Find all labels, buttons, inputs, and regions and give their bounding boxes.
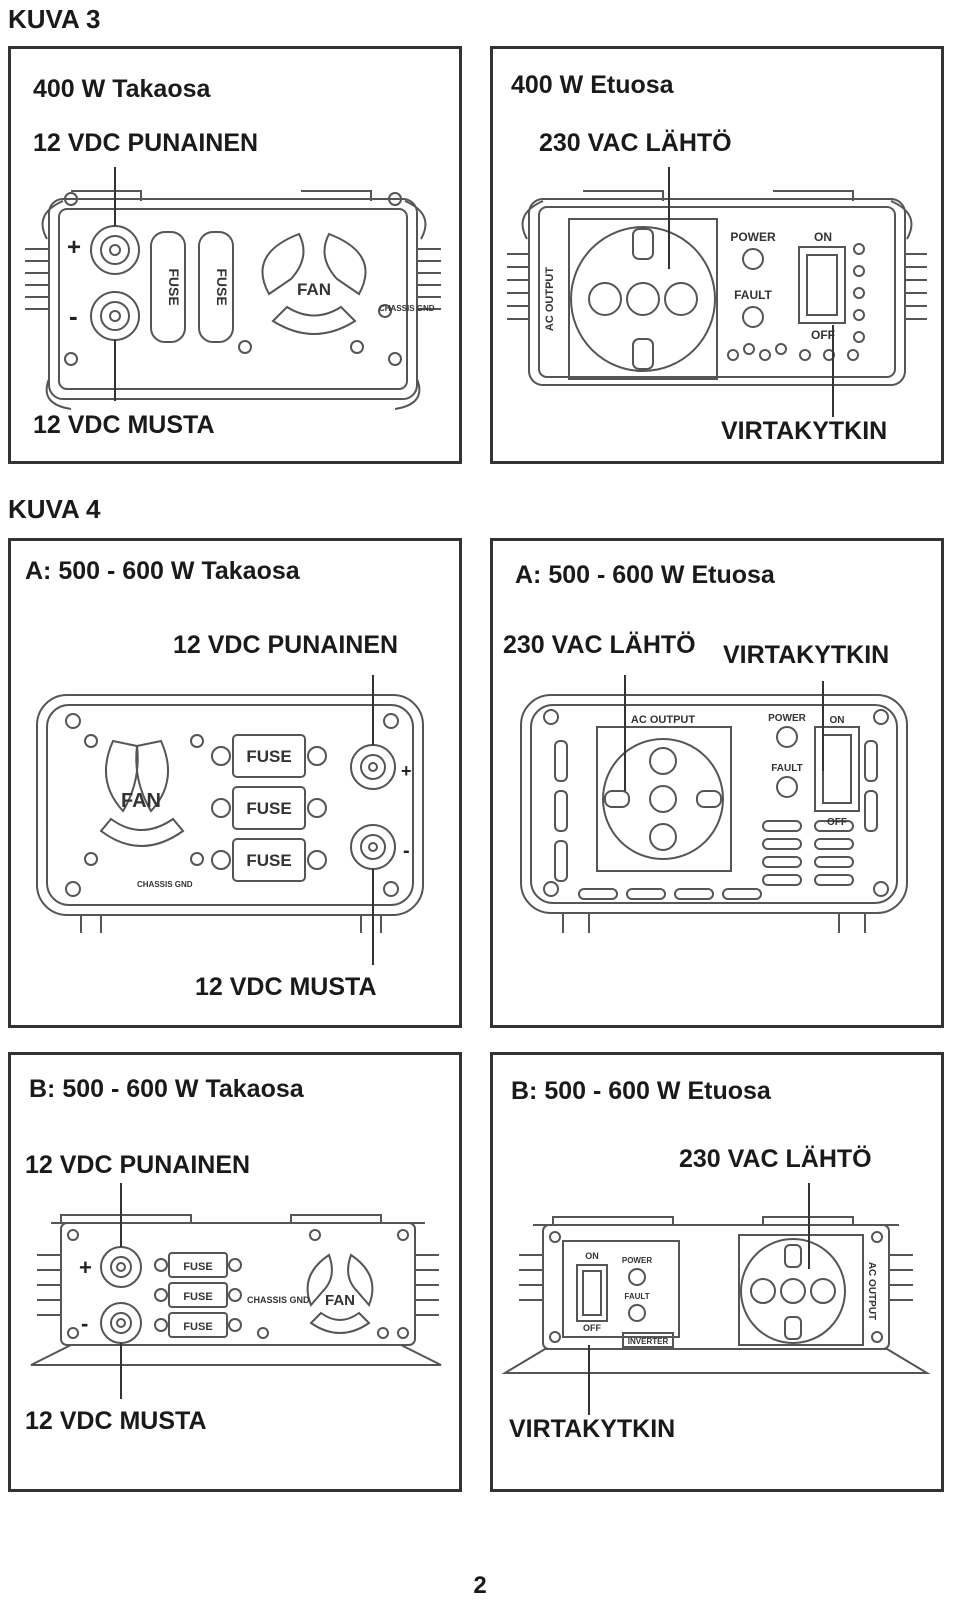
fuse-label: FUSE: [183, 1261, 212, 1273]
fault-led: [776, 776, 798, 798]
inverter-front-diagram: AC OUTPUT POWER FAULT ON OFF: [507, 167, 927, 417]
panel-a-front: A: 500 - 600 W Etuosa 230 VAC LÄHTÖ VIRT…: [490, 538, 944, 1028]
black-cable-label: 12 VDC MUSTA: [33, 411, 215, 439]
power-text: POWER: [768, 713, 807, 724]
ac-socket: [570, 226, 716, 372]
off-text: OFF: [827, 817, 847, 828]
power-led: [628, 1268, 646, 1286]
inverter-text: INVERTER: [628, 1337, 669, 1346]
ac-output-text: AC OUTPUT: [544, 267, 556, 331]
panel-title: A: 500 - 600 W Etuosa: [515, 561, 775, 589]
off-text: OFF: [583, 1323, 601, 1333]
positive-terminal: [90, 225, 140, 275]
positive-terminal: [100, 1246, 142, 1288]
power-led: [742, 248, 764, 270]
power-switch-label: VIRTAKYTKIN: [721, 417, 888, 445]
ac-socket: [602, 738, 724, 860]
positive-terminal: [350, 744, 396, 790]
negative-terminal: [350, 824, 396, 870]
ac-output-text: AC OUTPUT: [631, 714, 695, 726]
inverter-rear-diagram: FUSE FUSE FAN CHASSIS GND + -: [25, 167, 441, 410]
fault-text: FAULT: [734, 288, 772, 302]
fuse-label: FUSE: [166, 268, 182, 305]
fuse-label: FUSE: [246, 799, 291, 818]
black-cable-label: 12 VDC MUSTA: [195, 973, 377, 1001]
ac-socket: [740, 1238, 846, 1344]
ac-output-label: 230 VAC LÄHTÖ: [539, 129, 732, 157]
ac-output-label: 230 VAC LÄHTÖ: [503, 631, 696, 659]
minus-sign: -: [69, 301, 78, 331]
black-cable-label: 12 VDC MUSTA: [25, 1407, 207, 1435]
on-text: ON: [830, 715, 845, 726]
negative-terminal: [100, 1302, 142, 1344]
panel-title: B: 500 - 600 W Takaosa: [29, 1075, 304, 1103]
red-cable-label: 12 VDC PUNAINEN: [173, 631, 399, 659]
minus-sign: -: [81, 1311, 88, 1336]
inverter-rear-diagram: FUSE FUSE FUSE FAN CHASSIS GND + -: [30, 1183, 442, 1399]
chassis-gnd-label: CHASSIS GND: [379, 304, 435, 313]
power-text: POWER: [730, 230, 776, 244]
inverter-front-diagram: AC OUTPUT POWER FAULT ON OFF INVERTER: [501, 1183, 931, 1415]
panel-a-rear: A: 500 - 600 W Takaosa 12 VDC PUNAINEN 1…: [8, 538, 462, 1028]
on-text: ON: [814, 230, 832, 244]
fault-text: FAULT: [624, 1292, 649, 1301]
panel-400w-front: 400 W Etuosa 230 VAC LÄHTÖ VIRTAKYTKIN A…: [490, 46, 944, 464]
fan-label: FAN: [325, 1292, 355, 1309]
rocker-switch: [798, 246, 846, 324]
fuse-label: FUSE: [183, 1291, 212, 1303]
inverter-rear-diagram: FUSE FUSE FUSE FAN CHASSIS GND + -: [36, 675, 424, 965]
power-switch-label: VIRTAKYTKIN: [723, 641, 890, 669]
fuse-label: FUSE: [214, 268, 230, 305]
rocker-switch: [814, 726, 860, 812]
figure-3-heading: KUVA 3: [8, 4, 101, 34]
figure-4-heading: KUVA 4: [8, 494, 101, 524]
power-switch-label: VIRTAKYTKIN: [509, 1415, 676, 1443]
fault-led: [628, 1304, 646, 1322]
on-text: ON: [585, 1251, 599, 1261]
red-cable-label: 12 VDC PUNAINEN: [33, 129, 259, 157]
panel-title: A: 500 - 600 W Takaosa: [25, 557, 300, 585]
page-number: 2: [473, 1572, 487, 1599]
plus-sign: +: [401, 761, 412, 781]
minus-sign: -: [403, 840, 410, 862]
fault-led: [742, 306, 764, 328]
rocker-switch: [576, 1264, 608, 1322]
fuse-label: FUSE: [246, 851, 291, 870]
off-text: OFF: [811, 328, 835, 342]
inverter-front-diagram: AC OUTPUT POWER FAULT ON OFF: [520, 675, 908, 933]
red-cable-label: 12 VDC PUNAINEN: [25, 1151, 251, 1179]
panel-b-rear: B: 500 - 600 W Takaosa 12 VDC PUNAINEN 1…: [8, 1052, 462, 1492]
chassis-gnd-label: CHASSIS GND: [137, 880, 193, 889]
fan-label: FAN: [297, 280, 331, 299]
negative-terminal: [90, 291, 140, 341]
panel-title: 400 W Takaosa: [33, 75, 211, 103]
fuse-label: FUSE: [246, 747, 291, 766]
ac-output-text: AC OUTPUT: [866, 1262, 877, 1320]
ac-output-label: 230 VAC LÄHTÖ: [679, 1145, 872, 1173]
panel-b-front: B: 500 - 600 W Etuosa 230 VAC LÄHTÖ VIRT…: [490, 1052, 944, 1492]
fuse-label: FUSE: [183, 1321, 212, 1333]
power-text: POWER: [622, 1256, 652, 1265]
plus-sign: +: [79, 1255, 92, 1280]
fault-text: FAULT: [771, 763, 802, 774]
panel-title: B: 500 - 600 W Etuosa: [511, 1077, 771, 1105]
panel-400w-rear: 400 W Takaosa 12 VDC PUNAINEN 12 VDC MUS…: [8, 46, 462, 464]
power-led: [776, 726, 798, 748]
plus-sign: +: [67, 234, 81, 261]
panel-title: 400 W Etuosa: [511, 71, 674, 99]
fan-label: FAN: [121, 790, 161, 812]
chassis-gnd-label: CHASSIS GND: [247, 1295, 310, 1305]
